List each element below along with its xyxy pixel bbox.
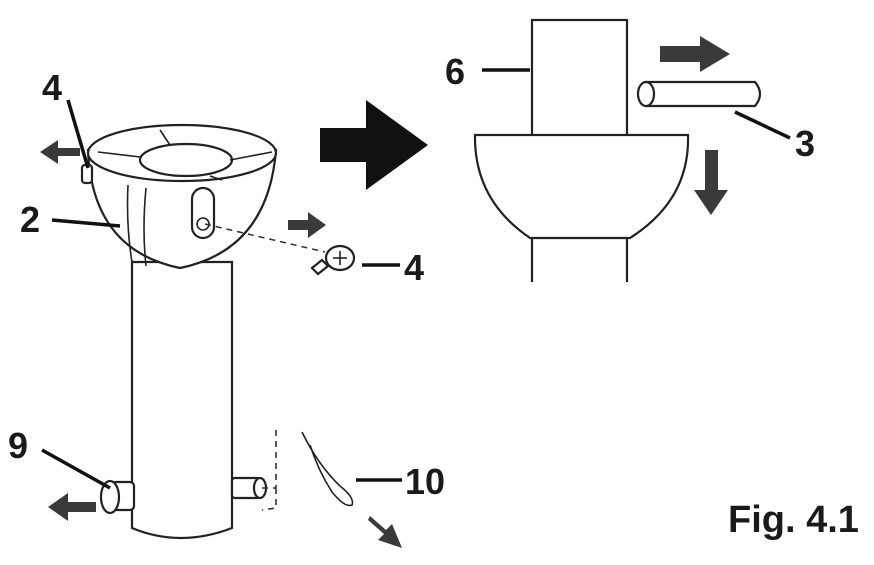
collar-rib (209, 175, 223, 181)
collar-rib (97, 151, 141, 158)
collar-seam (126, 184, 133, 263)
left-arrow-top (40, 140, 80, 164)
callout-clip: 10 (405, 461, 445, 502)
upper-pole (530, 18, 629, 142)
callout-pole: 6 (445, 51, 465, 92)
down-right-arrow-clip (368, 516, 402, 548)
collar-opening (138, 142, 234, 178)
callout-knob: 9 (8, 425, 28, 466)
leader-left-screw (66, 99, 90, 169)
callout-left-top-screw: 4 (42, 67, 62, 108)
right-arrow-pin (660, 36, 730, 72)
collar-seam (143, 187, 147, 267)
collar-rib (159, 129, 171, 146)
right-arrow-screw (288, 212, 326, 238)
spring-clip (301, 431, 354, 507)
leader-knob (41, 448, 111, 490)
collar-rib (229, 151, 273, 161)
figure-caption: Fig. 4.1 (728, 499, 859, 541)
bowl (473, 133, 690, 240)
leader-pin (734, 110, 791, 140)
left-arrow-knob (48, 493, 96, 521)
callout-right-screw: 4 (404, 247, 424, 288)
callout-labels: 4 2 4 9 10 6 3 (8, 51, 815, 502)
loose-screw (310, 244, 356, 276)
knob (99, 479, 136, 515)
big-right-arrow (320, 100, 428, 190)
callout-pin: 3 (795, 123, 815, 164)
side-pin (230, 476, 268, 500)
collar-dome (86, 148, 278, 270)
down-arrow-bowl (694, 150, 728, 215)
callout-collar: 2 (20, 199, 40, 240)
leader-collar (51, 218, 121, 228)
pole-detail (473, 18, 762, 282)
screw-guide-dash (204, 223, 326, 253)
arrows (40, 36, 730, 548)
leader-lines (41, 68, 791, 490)
pin (636, 80, 762, 108)
base-tube (130, 260, 234, 540)
base-tube-assembly (80, 123, 356, 540)
slot-screw-head (196, 217, 210, 231)
clip-guide-dash (261, 425, 277, 511)
